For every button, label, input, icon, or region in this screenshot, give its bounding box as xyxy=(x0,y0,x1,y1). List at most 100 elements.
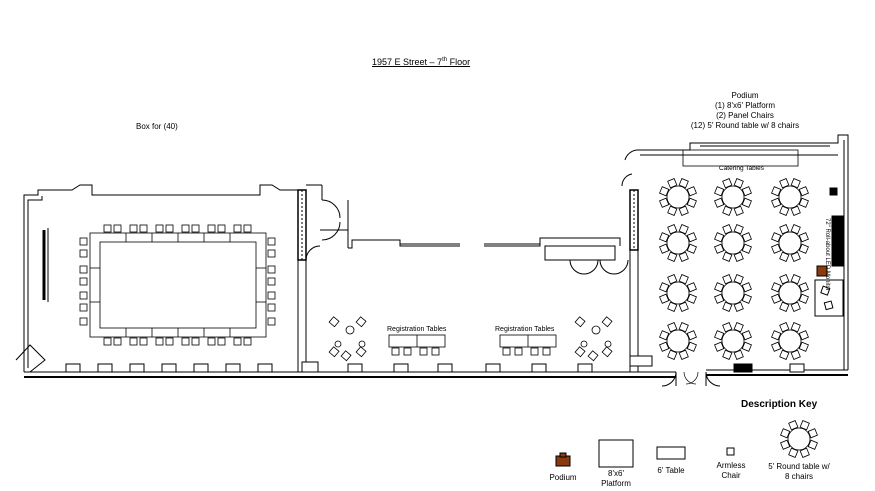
table-top xyxy=(666,231,690,255)
chair xyxy=(779,301,790,312)
led-monitor xyxy=(831,215,845,267)
box-table-arrangement xyxy=(79,224,276,346)
chair xyxy=(733,224,744,235)
chair xyxy=(686,341,697,352)
table-top xyxy=(778,281,802,305)
cocktail-cluster-right xyxy=(574,316,613,362)
title-sup: th xyxy=(442,57,448,63)
chair xyxy=(686,197,697,208)
chair xyxy=(678,349,689,360)
chair xyxy=(714,282,725,293)
chair xyxy=(799,447,810,458)
chair xyxy=(686,232,697,243)
chair xyxy=(798,232,809,243)
chair xyxy=(798,293,809,304)
chair xyxy=(741,341,752,352)
chair xyxy=(722,349,733,360)
chair xyxy=(714,341,725,352)
chair xyxy=(779,349,790,360)
registration-right-label: Registration Tables xyxy=(495,326,555,333)
description-key-icons xyxy=(555,420,818,468)
podium-info-line: Podium xyxy=(731,91,759,100)
platform xyxy=(814,279,844,317)
chair xyxy=(780,428,791,439)
chair xyxy=(741,232,752,243)
title-main: 1957 E Street – 7 xyxy=(372,57,443,67)
chair xyxy=(790,224,801,235)
chair xyxy=(686,330,697,341)
chair xyxy=(798,341,809,352)
chair xyxy=(771,330,782,341)
stage-items xyxy=(814,187,845,317)
chair xyxy=(714,232,725,243)
chair xyxy=(741,243,752,254)
round-tables-group xyxy=(659,178,809,360)
table-top xyxy=(721,329,745,353)
chair xyxy=(779,274,790,285)
chair xyxy=(790,349,801,360)
podium-info: Podium (1) 8'x6' Platform (2) Panel Chai… xyxy=(680,91,810,131)
podium xyxy=(816,265,828,277)
chair xyxy=(667,205,678,216)
chair xyxy=(798,243,809,254)
chair xyxy=(779,224,790,235)
chair xyxy=(798,330,809,341)
chair xyxy=(714,330,725,341)
title-tail: Floor xyxy=(447,57,471,67)
key-label-podium: Podium xyxy=(549,473,577,482)
chair xyxy=(686,243,697,254)
chair xyxy=(771,197,782,208)
chair xyxy=(741,186,752,197)
round-table xyxy=(659,224,697,262)
chair xyxy=(807,439,818,450)
chair xyxy=(722,224,733,235)
cocktail-cluster-left xyxy=(328,316,367,362)
podium-info-line: (12) 5' Round table w/ 8 chairs xyxy=(690,121,800,130)
chair xyxy=(790,178,801,189)
chair xyxy=(722,322,733,333)
round-table xyxy=(714,274,752,312)
chair xyxy=(790,274,801,285)
registration-left-label: Registration Tables xyxy=(387,326,447,333)
chair xyxy=(733,178,744,189)
chair xyxy=(741,330,752,341)
chair xyxy=(779,322,790,333)
chair xyxy=(714,186,725,197)
chair xyxy=(667,251,678,262)
key-label-round: 5' Round table w/ 8 chairs xyxy=(766,462,832,482)
round-table xyxy=(714,178,752,216)
chair xyxy=(798,186,809,197)
monitor-label: 72" Roll-about LED Monitor xyxy=(824,218,830,291)
catering-label: Catering Tables xyxy=(719,165,765,172)
chair xyxy=(798,197,809,208)
chair-icon xyxy=(726,447,735,456)
chair xyxy=(678,322,689,333)
registration-tables-right xyxy=(499,334,557,356)
table-top xyxy=(666,281,690,305)
chair xyxy=(722,251,733,262)
key-title: Description Key xyxy=(741,399,818,410)
chair xyxy=(790,322,801,333)
chair xyxy=(788,420,799,431)
chair xyxy=(790,251,801,262)
round-table xyxy=(659,322,697,360)
chair xyxy=(799,420,810,431)
platform-icon xyxy=(598,439,634,468)
chair xyxy=(798,282,809,293)
chair xyxy=(659,341,670,352)
chair xyxy=(667,178,678,189)
registration-tables-left xyxy=(388,334,446,356)
chair xyxy=(659,282,670,293)
chair xyxy=(733,301,744,312)
chair xyxy=(667,301,678,312)
chair xyxy=(788,447,799,458)
table-top xyxy=(666,329,690,353)
chair xyxy=(659,197,670,208)
chair xyxy=(779,205,790,216)
chair xyxy=(771,341,782,352)
box-label: Box for (40) xyxy=(136,122,178,131)
chair xyxy=(659,186,670,197)
key-label-platform: 8'x6' Platform xyxy=(596,469,636,489)
chair xyxy=(678,301,689,312)
